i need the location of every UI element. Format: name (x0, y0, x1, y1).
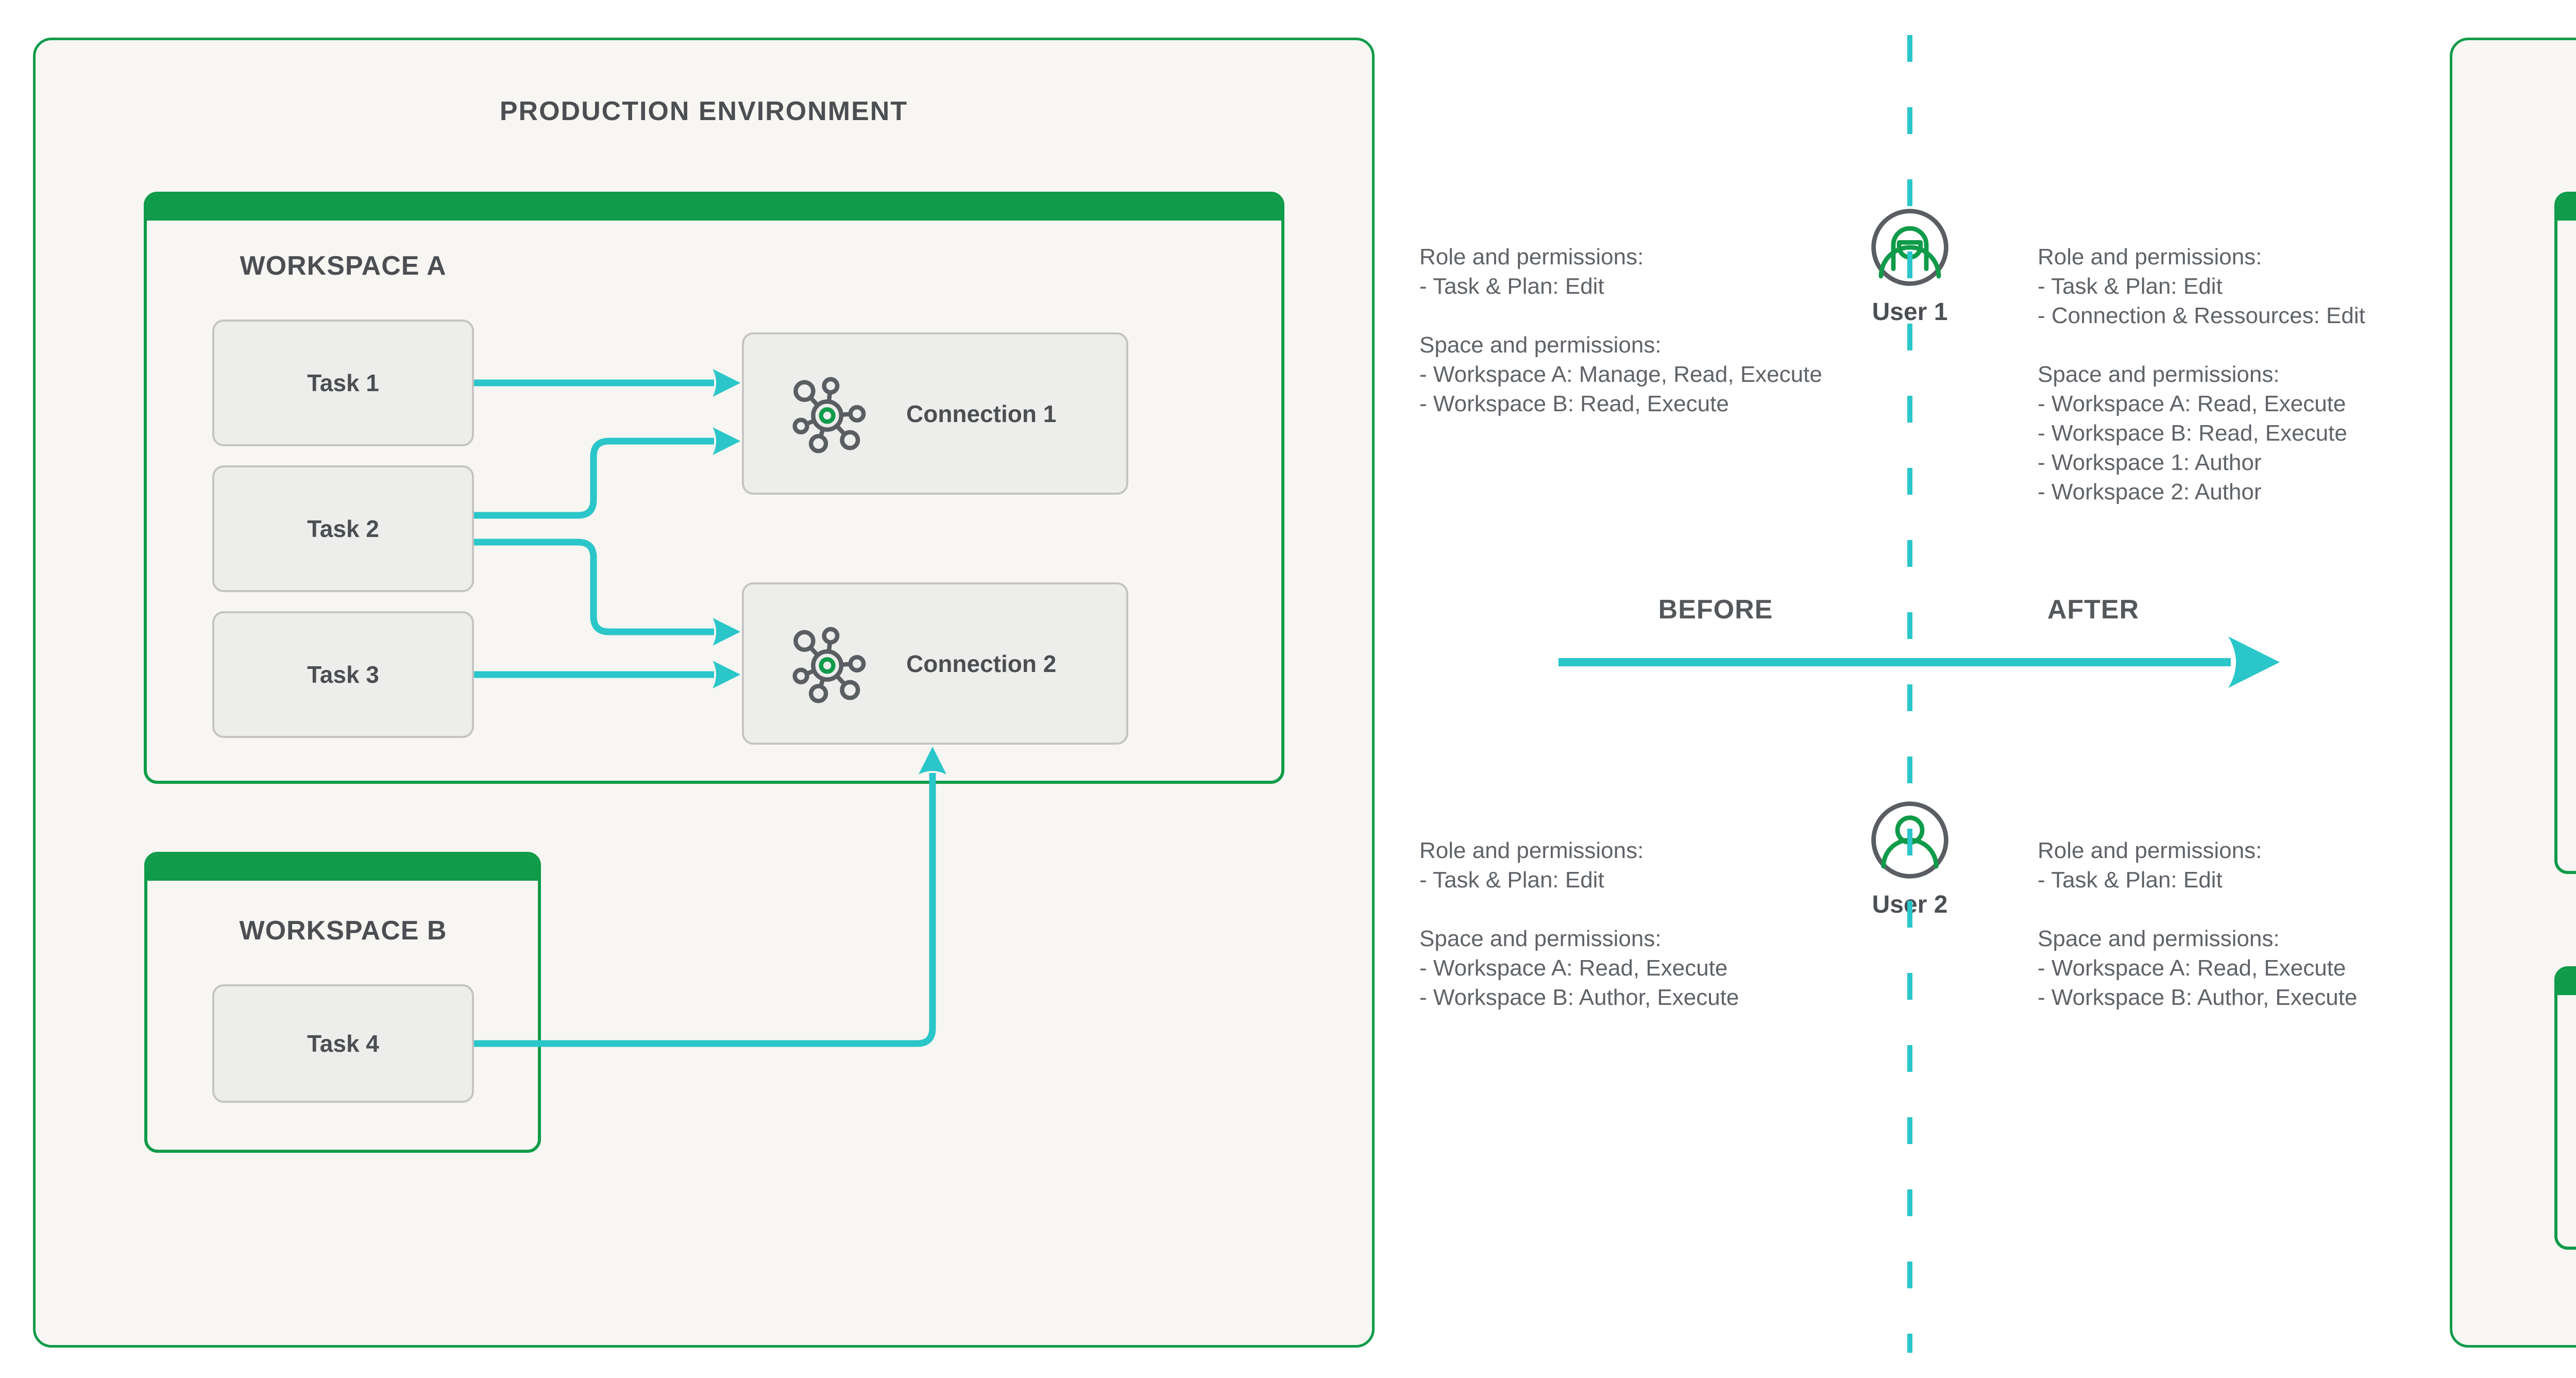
after-workspace-a (2554, 192, 2576, 874)
before-task-2: Task 2 (212, 465, 474, 592)
after-workspace-b (2554, 966, 2576, 1250)
before-workspace-a-header (147, 195, 1281, 221)
before-task-4-label: Task 4 (307, 1030, 379, 1057)
user1-before-permissions: Role and permissions: - Task & Plan: Edi… (1419, 244, 1822, 416)
before-task-1-label: Task 1 (307, 369, 379, 396)
before-task-1: Task 1 (212, 320, 474, 446)
network-icon (792, 377, 866, 453)
before-task-4: Task 4 (212, 984, 474, 1103)
before-stage-label: BEFORE (1658, 595, 1773, 625)
network-icon (792, 627, 866, 703)
before-connection-1-label: Connection 1 (906, 400, 1057, 427)
before-task-3-label: Task 3 (307, 661, 379, 688)
user1-name: User 1 (1872, 298, 1948, 326)
user1-after-permissions: Role and permissions: - Task & Plan: Edi… (2038, 244, 2365, 505)
before-connection-1: Connection 1 (742, 332, 1128, 495)
user2-after-permissions: Role and permissions: - Task & Plan: Edi… (2038, 838, 2358, 1010)
before-task-2-label: Task 2 (307, 515, 379, 542)
before-workspace-b-header (147, 855, 538, 881)
user2-avatar-icon (1869, 799, 1951, 884)
before-connection-2-label: Connection 2 (906, 650, 1057, 677)
user2-before-permissions: Role and permissions: - Task & Plan: Edi… (1419, 838, 1739, 1010)
user2-name: User 2 (1872, 891, 1948, 918)
before-workspace-b-label: WORKSPACE B (239, 916, 447, 946)
before-connection-2: Connection 2 (742, 582, 1128, 745)
after-panel-title: PRODUCTION ENVIRONMENT (2450, 96, 2576, 127)
after-workspace-a-header (2557, 195, 2576, 221)
before-panel-title: PRODUCTION ENVIRONMENT (499, 96, 908, 126)
after-workspace-b-header (2557, 969, 2576, 995)
before-workspace-a-label: WORKSPACE A (240, 251, 447, 281)
before-task-3: Task 3 (212, 611, 474, 738)
user1-avatar-icon (1869, 206, 1951, 291)
after-stage-label: AFTER (2047, 595, 2140, 625)
